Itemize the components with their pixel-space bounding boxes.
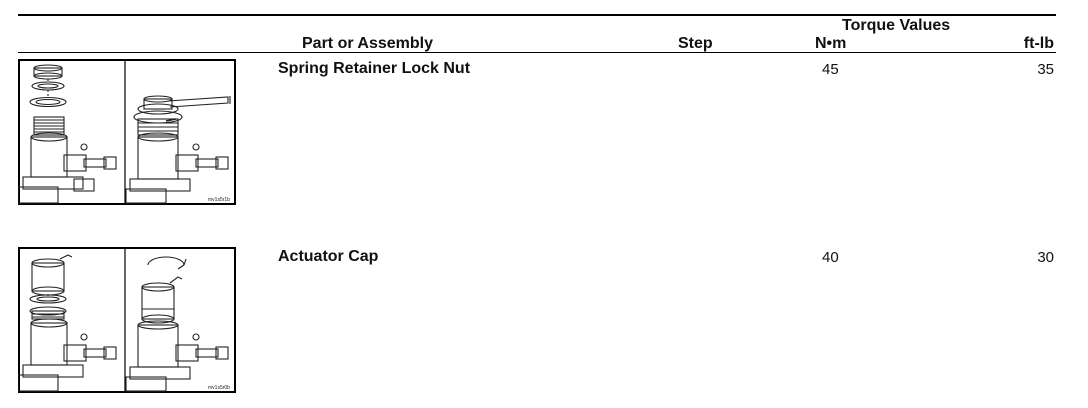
header-torque-values: Torque Values [842, 17, 951, 34]
figure-code: mv1s5r1b [208, 197, 230, 203]
header-part-or-assembly: Part or Assembly [302, 35, 434, 52]
torque-nm-value: 40 [822, 249, 839, 266]
header-bottom-rule [18, 52, 1056, 53]
illustration-spring-retainer-lock-nut: mv1s5r1b [18, 59, 236, 205]
torque-ftlb-value: 35 [1037, 61, 1054, 78]
illustration-actuator-cap: mv1s5r0b [18, 247, 236, 393]
header-nm: N•m [815, 35, 847, 52]
part-name: Actuator Cap [278, 248, 379, 265]
header-step: Step [678, 35, 713, 52]
part-name: Spring Retainer Lock Nut [278, 60, 471, 77]
header-ftlb: ft-lb [1023, 35, 1054, 52]
torque-nm-value: 45 [822, 61, 839, 78]
table-top-rule [18, 14, 1056, 16]
torque-ftlb-value: 30 [1037, 249, 1054, 266]
figure-code: mv1s5r0b [208, 385, 230, 391]
